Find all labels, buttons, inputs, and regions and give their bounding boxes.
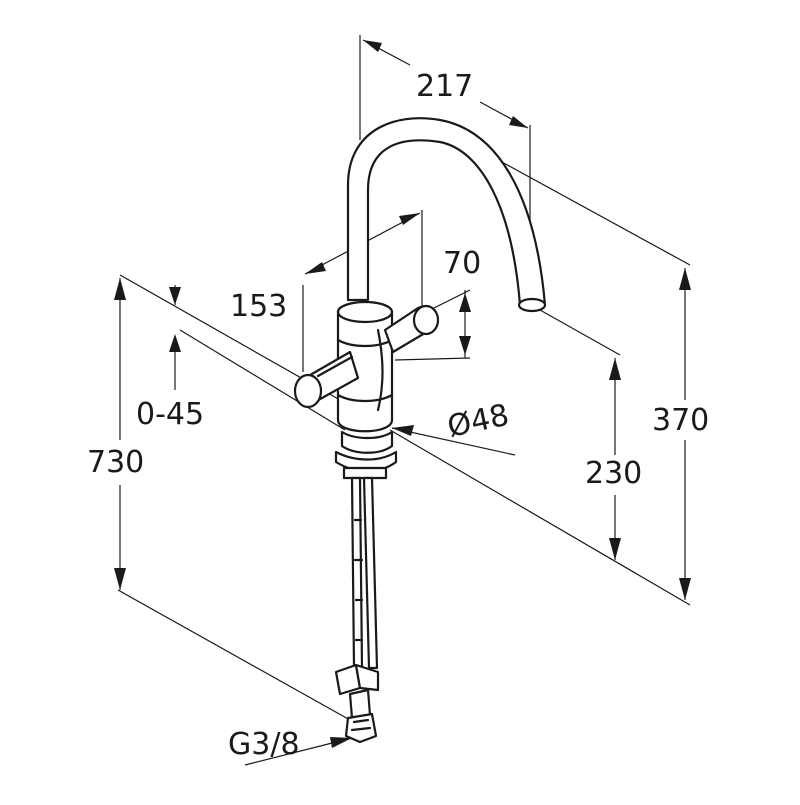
left-handle	[293, 350, 360, 409]
dimension-217-lines	[359, 35, 531, 235]
dimension-153-lines	[302, 210, 423, 372]
label-0-45: 0-45	[136, 397, 204, 432]
faucet-spout	[346, 117, 547, 313]
label-g3-8: G3/8	[228, 727, 300, 762]
faucet-body	[336, 300, 394, 433]
hose-fittings	[334, 663, 380, 744]
dimension-0-45-lines	[169, 285, 346, 431]
dimension-thread-leader	[244, 737, 353, 766]
dimension-diameter-leader	[391, 425, 516, 456]
right-handle	[383, 304, 440, 354]
label-730: 730	[87, 445, 144, 480]
dimension-230-lines	[539, 309, 621, 560]
label-153: 153	[230, 289, 287, 324]
dimension-70-lines	[394, 289, 471, 361]
label-217: 217	[416, 69, 473, 104]
faucet-base	[334, 430, 398, 480]
label-230: 230	[585, 456, 642, 491]
dimension-730-lines	[114, 274, 351, 721]
label-70: 70	[443, 246, 481, 281]
supply-hoses	[350, 476, 379, 670]
label-370: 370	[652, 403, 709, 438]
dimension-370-lines	[389, 149, 691, 606]
label-diameter: Ø48	[444, 398, 512, 445]
